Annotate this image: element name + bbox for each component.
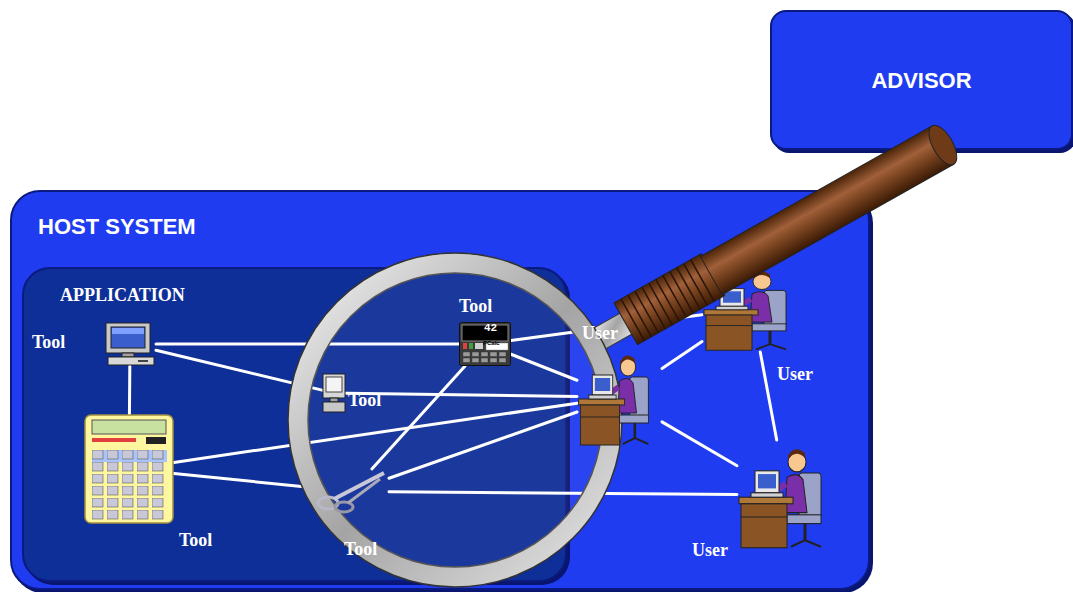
node-icon-image xyxy=(318,473,384,512)
user-node: User xyxy=(737,440,837,550)
icon-display-text: 42 xyxy=(484,322,504,334)
icon-label: Tool xyxy=(179,530,243,551)
node-icon-image xyxy=(704,271,786,350)
node-icon-image xyxy=(85,415,173,523)
icon-label: Tool xyxy=(32,332,96,353)
node-icon-image xyxy=(460,323,511,366)
application-box: APPLICATIONToolToolToolToolTool xyxy=(22,267,567,582)
icon-label: User xyxy=(582,323,646,344)
tool-node: Tool xyxy=(84,414,174,524)
icon-display-text: PCalc xyxy=(483,340,505,346)
box-title: HOST SYSTEM xyxy=(38,214,358,240)
tool-node: Tool xyxy=(104,322,156,366)
user-node: User xyxy=(702,264,802,352)
icon-label: User xyxy=(692,540,756,561)
node-icon xyxy=(577,347,662,447)
node-icon-image xyxy=(323,374,345,412)
advisor-box: ADVISOR xyxy=(770,10,1073,150)
node-icon xyxy=(314,469,389,514)
node-icon-image xyxy=(106,323,154,365)
icon-label: Tool xyxy=(459,296,523,317)
node-icon-image xyxy=(579,355,649,445)
node-icon xyxy=(104,322,156,366)
icon-label: Tool xyxy=(348,390,412,411)
node-icon xyxy=(84,414,174,524)
host-system-box: HOST SYSTEMAPPLICATIONToolToolToolToolTo… xyxy=(10,190,870,590)
box-title: APPLICATION xyxy=(60,285,320,306)
tool-node: Tool xyxy=(314,469,389,514)
box-title: ADVISOR xyxy=(772,68,1071,94)
node-icon xyxy=(737,440,837,550)
node-icon xyxy=(322,372,346,414)
icon-label: Tool xyxy=(344,539,408,560)
user-node: User xyxy=(577,347,662,447)
icon-label: User xyxy=(777,364,841,385)
node-icon xyxy=(702,264,802,352)
tool-node: Tool xyxy=(322,372,346,414)
node-icon-image xyxy=(739,449,821,548)
